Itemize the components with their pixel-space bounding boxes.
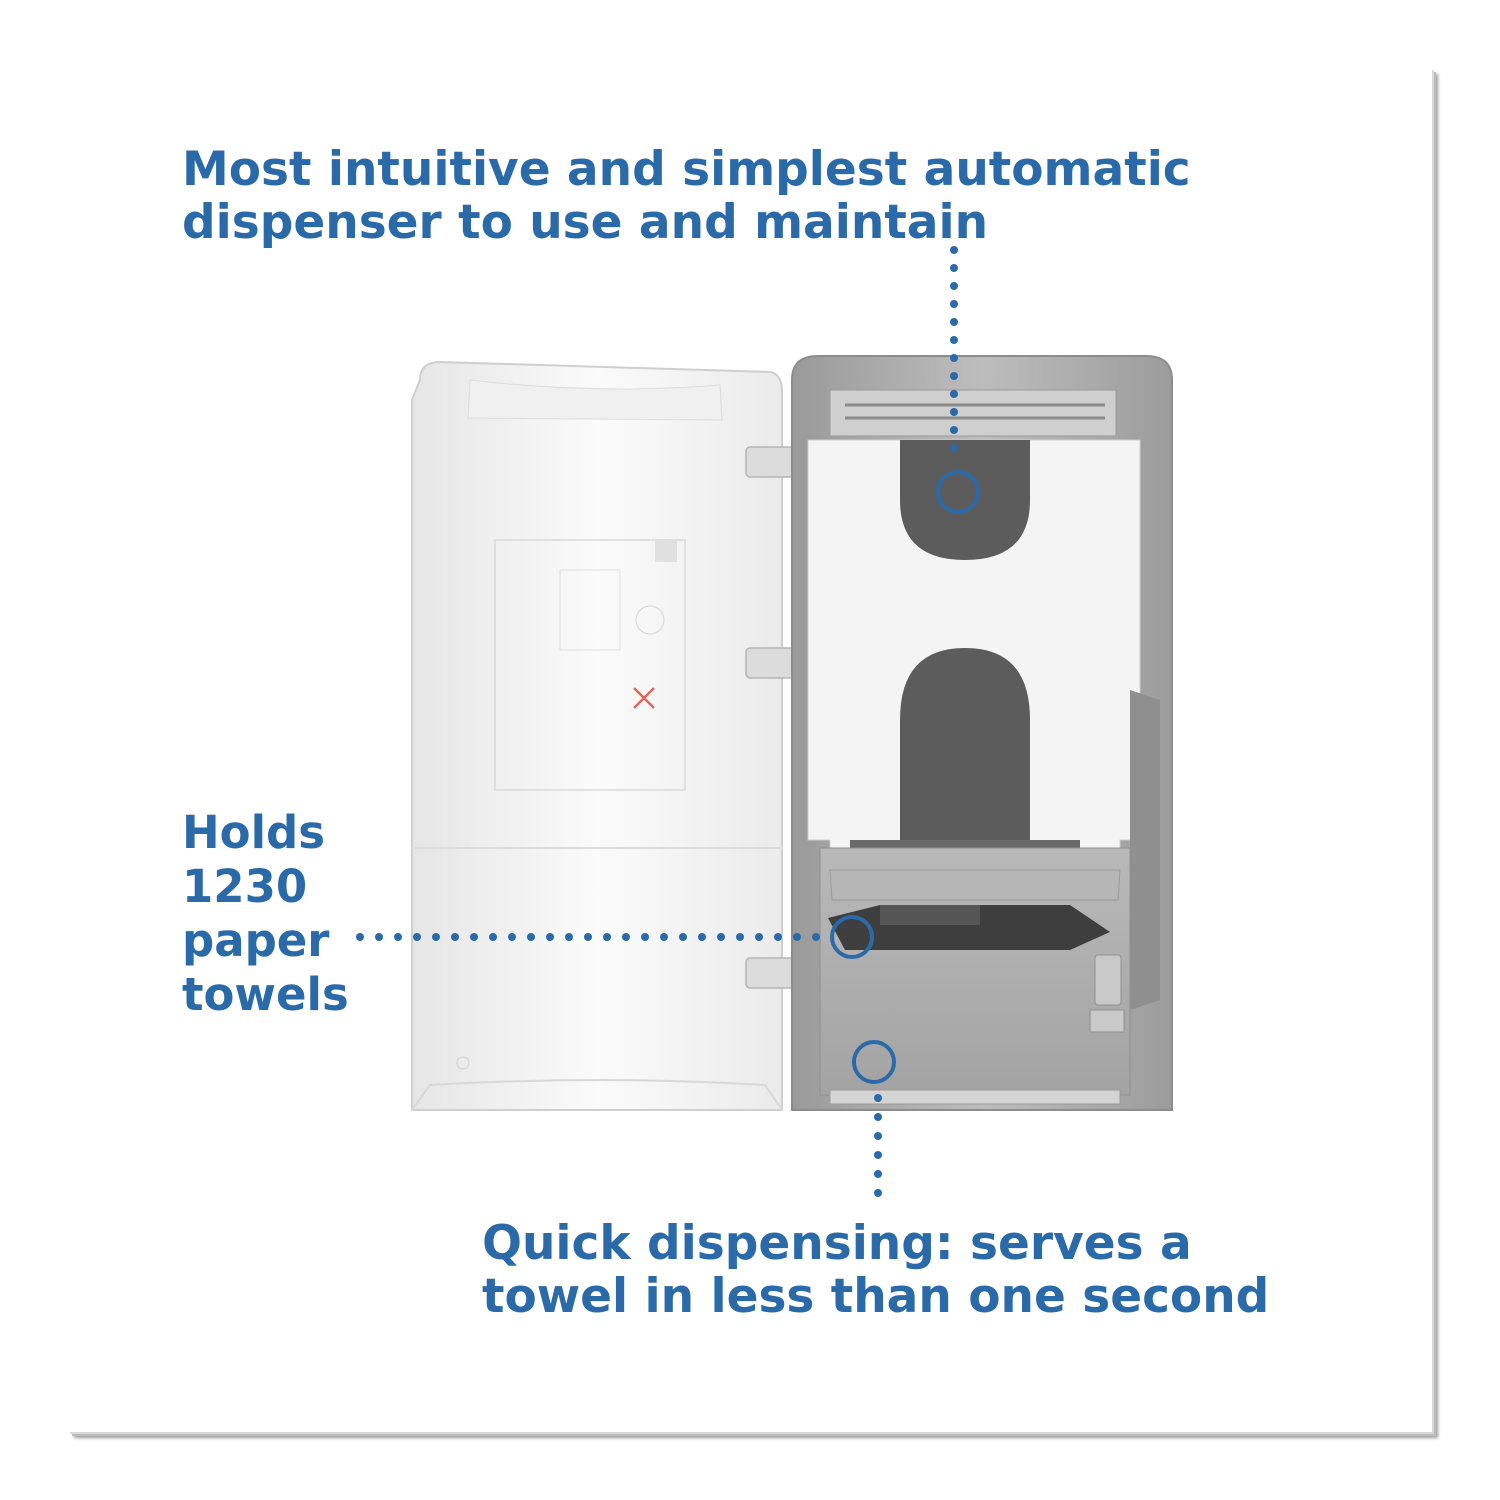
cross-icon: [633, 687, 655, 709]
dispenser-body: [791, 355, 1173, 1111]
callout-top-marker: [936, 246, 980, 514]
callout-bottom-marker: [852, 1040, 896, 1197]
dispenser-cover: [411, 360, 783, 1111]
callout-bottom-text: Quick dispensing: serves a towel in less…: [482, 1216, 1270, 1324]
callout-left-marker: [356, 915, 874, 959]
towel-window-top: [900, 440, 1030, 560]
callout-top-text: Most intuitive and simplest automatic di…: [182, 142, 1191, 250]
callout-left-text: Holds 1230 paper towels: [182, 806, 349, 1021]
towel-window-bottom: [900, 648, 1030, 840]
